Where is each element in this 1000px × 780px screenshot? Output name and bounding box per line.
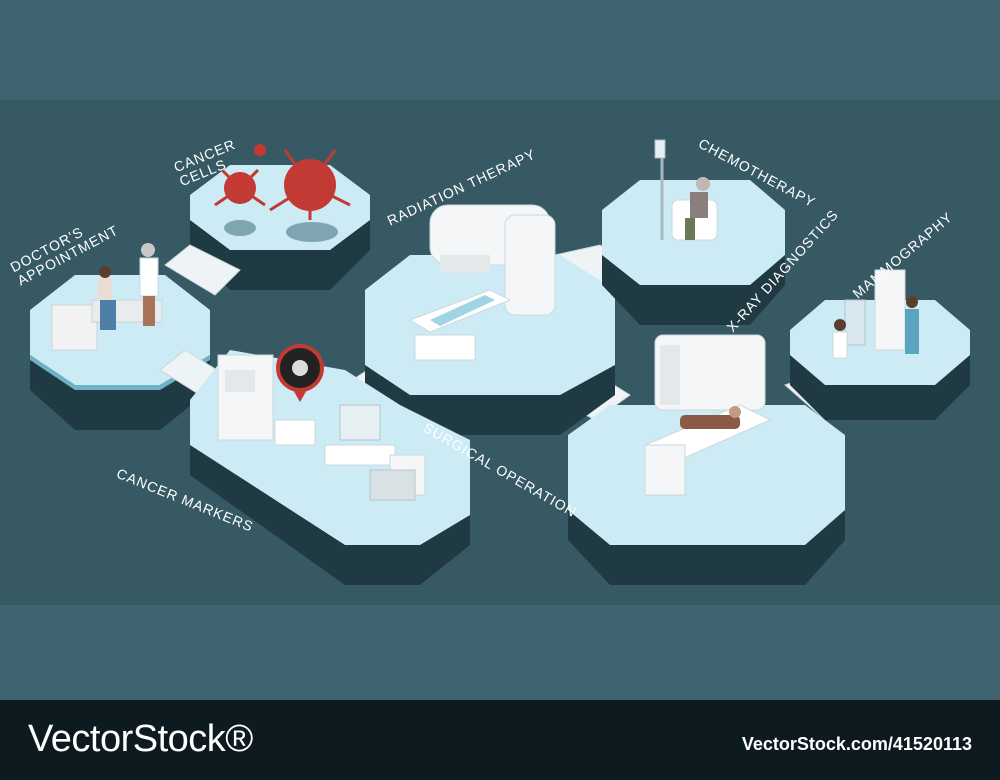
chemotherapy-illustration [654,139,718,241]
platform-xray [568,405,845,585]
vectorstock-logo: VectorStock® [28,718,253,760]
vectorstock-url: VectorStock.com/41520113 [741,734,972,754]
scene [0,100,1000,605]
doctor-office-illustration [51,243,163,351]
virus-illustration [214,144,351,242]
xray-machine-illustration [643,334,772,496]
watermark-bar: VectorStock® VectorStock.com/41520113 [0,700,1000,780]
lab-and-surgery-illustration [217,344,426,501]
radiation-machine-illustration [408,204,556,361]
mammography-illustration [832,269,919,359]
platform-doctors-appointment [30,275,210,430]
